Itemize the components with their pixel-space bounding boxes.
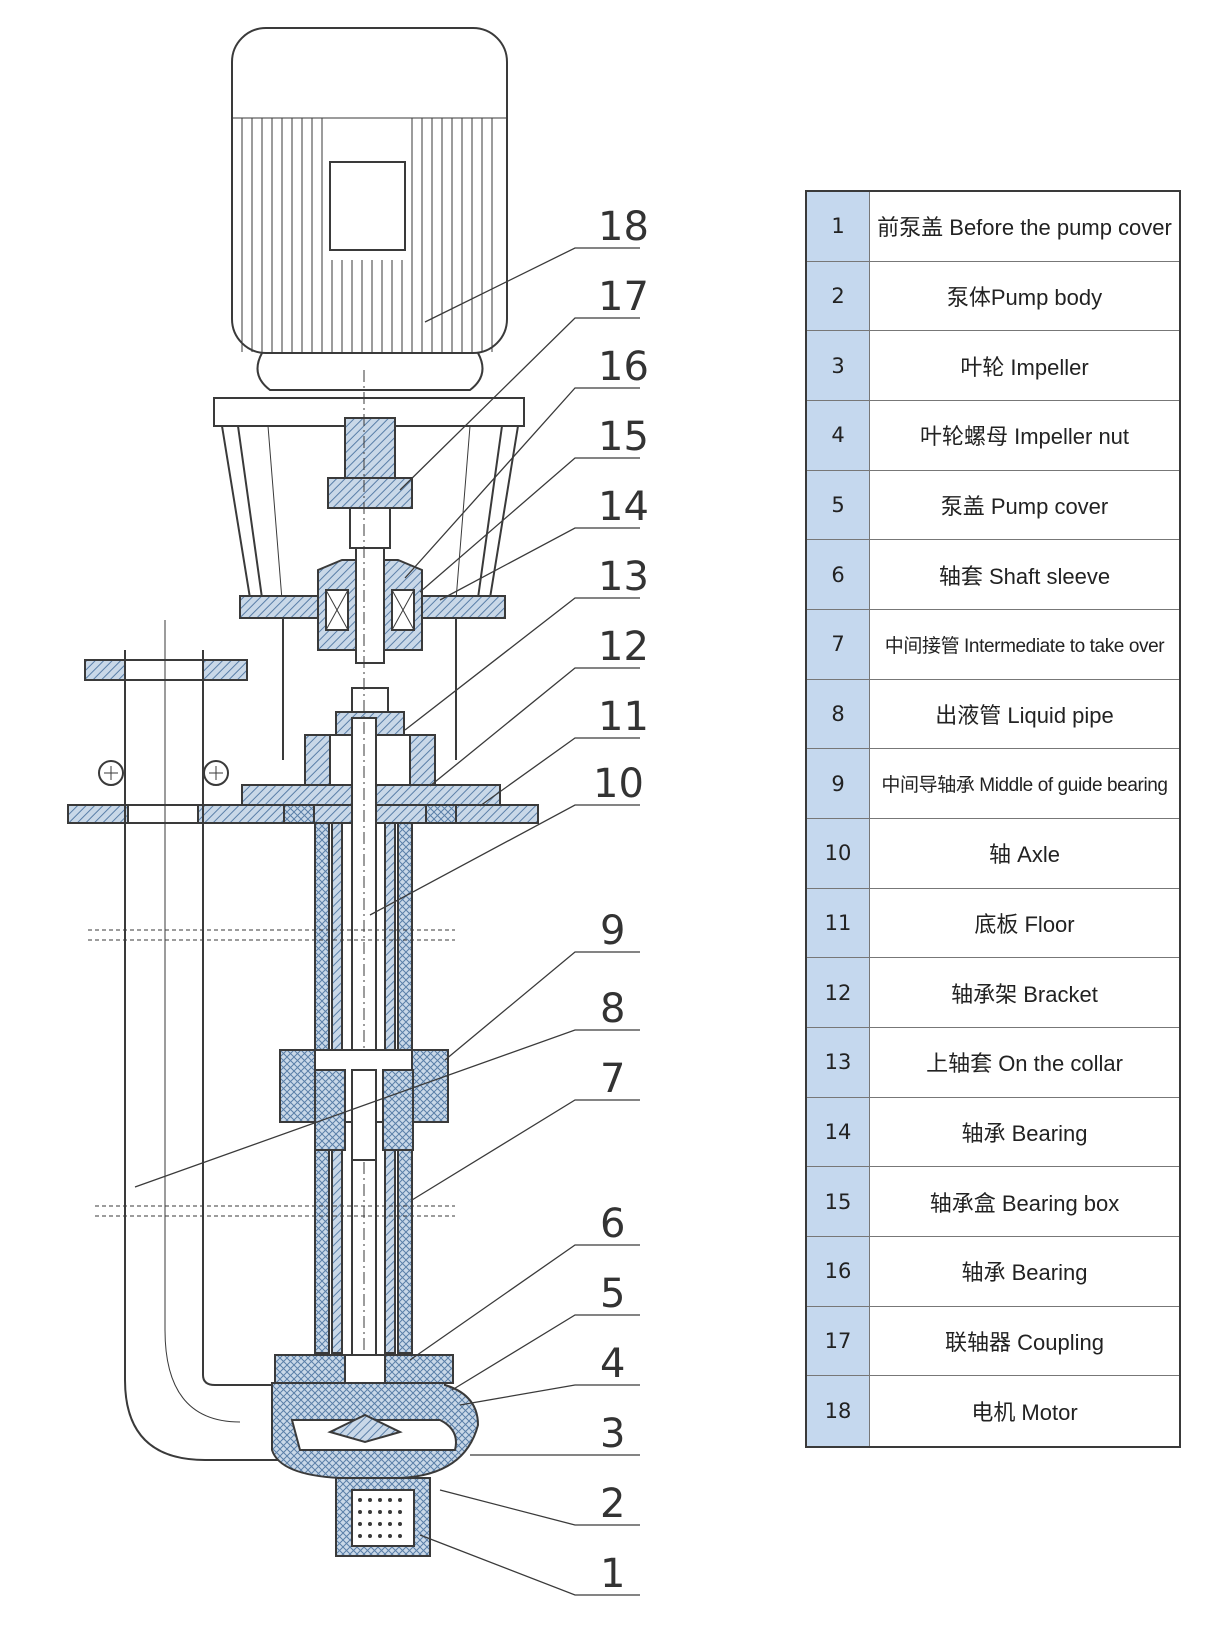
callout-3: 3 [600, 1411, 625, 1457]
break-lines [88, 929, 455, 1217]
part-number: 12 [807, 958, 870, 1027]
part-number: 2 [807, 261, 870, 331]
part-number: 5 [807, 470, 870, 540]
part-name: 前泵盖 Before the pump cover [877, 215, 1172, 241]
table-row: 10 轴 Axle [807, 818, 1179, 889]
table-row: 14 轴承 Bearing [807, 1097, 1179, 1168]
callout-13: 13 [598, 554, 649, 600]
callout-5: 5 [600, 1271, 625, 1317]
part-name: 叶轮螺母 Impeller nut [919, 424, 1130, 450]
part-name: 底板 Floor [974, 911, 1075, 937]
part-name: 轴承盒 Bearing box [929, 1190, 1120, 1216]
table-row: 15 轴承盒 Bearing box [807, 1167, 1179, 1237]
table-row: 4 叶轮螺母 Impeller nut [807, 400, 1179, 471]
table-row: 5 泵盖 Pump cover [807, 470, 1179, 541]
callout-8: 8 [600, 986, 625, 1032]
table-row: 1 前泵盖 Before the pump cover [807, 192, 1179, 262]
part-number: 16 [807, 1236, 870, 1306]
part-name: 轴承 Bearing [961, 1120, 1088, 1146]
pump-casing [271, 1354, 480, 1557]
table-row: 6 轴套 Shaft sleeve [807, 540, 1179, 610]
part-number: 13 [807, 1027, 870, 1097]
pump-drawing: 18 17 16 15 14 13 12 11 10 9 8 7 6 5 4 3… [67, 27, 649, 1597]
part-number: 18 [807, 1376, 870, 1446]
part-number: 4 [807, 400, 870, 470]
table-row: 2 泵体Pump body [807, 261, 1179, 332]
parts-table: 1 前泵盖 Before the pump cover 2 泵体Pump body 3 叶… [805, 190, 1181, 1448]
callout-14: 14 [598, 484, 649, 530]
part-number: 7 [807, 609, 870, 679]
table-row: 8 出液管 Liquid pipe [807, 679, 1179, 750]
table-row: 7 中间接管 Intermediate to take over [807, 609, 1179, 680]
part-number: 14 [807, 1097, 870, 1167]
callout-16: 16 [598, 344, 649, 390]
callout-17: 17 [598, 274, 649, 320]
leader-lines [134, 247, 640, 1596]
part-name: 联轴器 Coupling [945, 1329, 1104, 1355]
part-number: 10 [807, 818, 870, 888]
callout-12: 12 [598, 624, 649, 670]
callout-4: 4 [600, 1341, 625, 1387]
table-row: 9 中间导轴承 Middle of guide bearing [807, 749, 1179, 819]
motor [231, 27, 508, 391]
callout-numbers: 18 17 16 15 14 13 12 11 10 9 8 7 6 5 4 3… [593, 204, 649, 1597]
part-number: 8 [807, 679, 870, 749]
part-number: 3 [807, 331, 870, 400]
part-name: 轴承架 Bracket [951, 981, 1098, 1007]
part-name: 泵体Pump body [946, 284, 1103, 310]
coupling-assembly [317, 417, 423, 664]
callout-15: 15 [598, 414, 649, 460]
callout-2: 2 [600, 1481, 625, 1527]
table-row: 13 上轴套 On the collar [807, 1027, 1179, 1098]
part-number: 6 [807, 540, 870, 609]
callout-10: 10 [593, 761, 644, 807]
table-row: 3 叶轮 Impeller [807, 331, 1179, 401]
part-number: 9 [807, 749, 870, 818]
table-row: 17 联轴器 Coupling [807, 1306, 1179, 1377]
base-plate [67, 687, 539, 824]
table-row: 16 轴承 Bearing [807, 1236, 1179, 1307]
part-name: 中间接管 Intermediate to take over [884, 635, 1165, 657]
callout-11: 11 [598, 694, 649, 740]
part-name: 轴 Axle [989, 842, 1060, 868]
part-name: 轴套 Shaft sleeve [938, 563, 1111, 589]
part-name: 中间导轴承 Middle of guide bearing [881, 775, 1168, 797]
callout-7: 7 [600, 1056, 625, 1102]
callout-6: 6 [600, 1201, 625, 1247]
part-name: 出液管 Liquid pipe [935, 702, 1114, 728]
callout-1: 1 [600, 1551, 625, 1597]
part-name: 叶轮 Impeller [960, 354, 1089, 380]
callout-9: 9 [600, 908, 625, 954]
part-number: 15 [807, 1167, 870, 1236]
table-row: 18 电机 Motor [807, 1376, 1179, 1446]
column-pipe [279, 370, 449, 1420]
part-number: 1 [807, 192, 870, 261]
part-number: 11 [807, 888, 870, 958]
table-row: 12 轴承架 Bracket [807, 958, 1179, 1028]
table-row: 11 底板 Floor [807, 888, 1179, 959]
part-name: 电机 Motor [971, 1399, 1078, 1425]
outlet-pipe [84, 620, 280, 1461]
part-name: 泵盖 Pump cover [940, 493, 1109, 519]
part-name: 上轴套 On the collar [926, 1051, 1123, 1077]
part-number: 17 [807, 1306, 870, 1376]
part-name: 轴承 Bearing [961, 1260, 1088, 1286]
callout-18: 18 [598, 204, 649, 250]
